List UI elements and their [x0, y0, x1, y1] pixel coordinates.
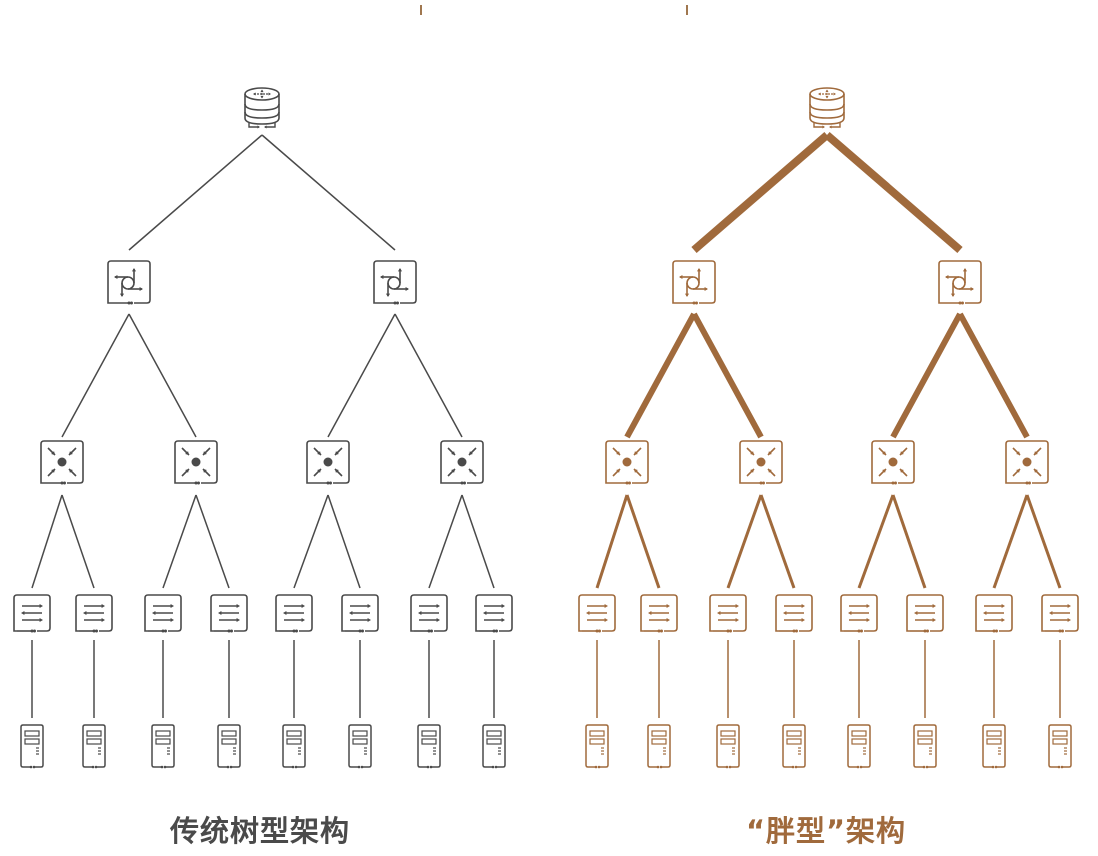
server-icon: [217, 724, 241, 769]
server-icon: [20, 724, 44, 769]
layer3-switch-icon: [40, 440, 84, 485]
nodes: [578, 87, 1079, 769]
access-switch-icon: [410, 594, 448, 633]
access-switch-icon: [75, 594, 113, 633]
nodes: [13, 87, 513, 769]
layer3-switch-icon: [1005, 440, 1049, 485]
panel-fat: [578, 87, 1079, 769]
access-switch-icon: [578, 594, 616, 633]
access-switch-icon: [475, 594, 513, 633]
layer3-switch-icon: [440, 440, 484, 485]
layer3-switch-icon: [871, 440, 915, 485]
access-switch-icon: [210, 594, 248, 633]
access-switch-icon: [275, 594, 313, 633]
access-switch-icon: [144, 594, 182, 633]
server-icon: [482, 724, 506, 769]
access-switch-icon: [840, 594, 878, 633]
core-router-icon: [809, 87, 845, 129]
router-icon: [672, 260, 716, 305]
server-icon: [913, 724, 937, 769]
links: [595, 131, 1062, 718]
caption-fat-tree: “胖型”架构: [745, 814, 907, 848]
access-switch-icon: [341, 594, 379, 633]
access-switch-icon: [13, 594, 51, 633]
router-icon: [938, 260, 982, 305]
server-icon: [151, 724, 175, 769]
layer3-switch-icon: [739, 440, 783, 485]
caption-traditional: 传统树型架构: [169, 814, 351, 848]
server-icon: [82, 724, 106, 769]
server-icon: [647, 724, 671, 769]
panel-traditional: [13, 87, 513, 769]
layer3-switch-icon: [605, 440, 649, 485]
server-icon: [1048, 724, 1072, 769]
access-switch-icon: [975, 594, 1013, 633]
tick-mark: [686, 5, 688, 15]
links: [31, 134, 495, 718]
server-icon: [282, 724, 306, 769]
access-switch-icon: [1041, 594, 1079, 633]
access-switch-icon: [709, 594, 747, 633]
core-router-icon: [244, 87, 280, 129]
server-icon: [716, 724, 740, 769]
tick-mark: [420, 5, 422, 15]
router-icon: [373, 260, 417, 305]
layer3-switch-icon: [306, 440, 350, 485]
access-switch-icon: [640, 594, 678, 633]
server-icon: [417, 724, 441, 769]
layer3-switch-icon: [174, 440, 218, 485]
access-switch-icon: [775, 594, 813, 633]
server-icon: [782, 724, 806, 769]
access-switch-icon: [906, 594, 944, 633]
server-icon: [847, 724, 871, 769]
server-icon: [348, 724, 372, 769]
server-icon: [982, 724, 1006, 769]
router-icon: [107, 260, 151, 305]
server-icon: [585, 724, 609, 769]
